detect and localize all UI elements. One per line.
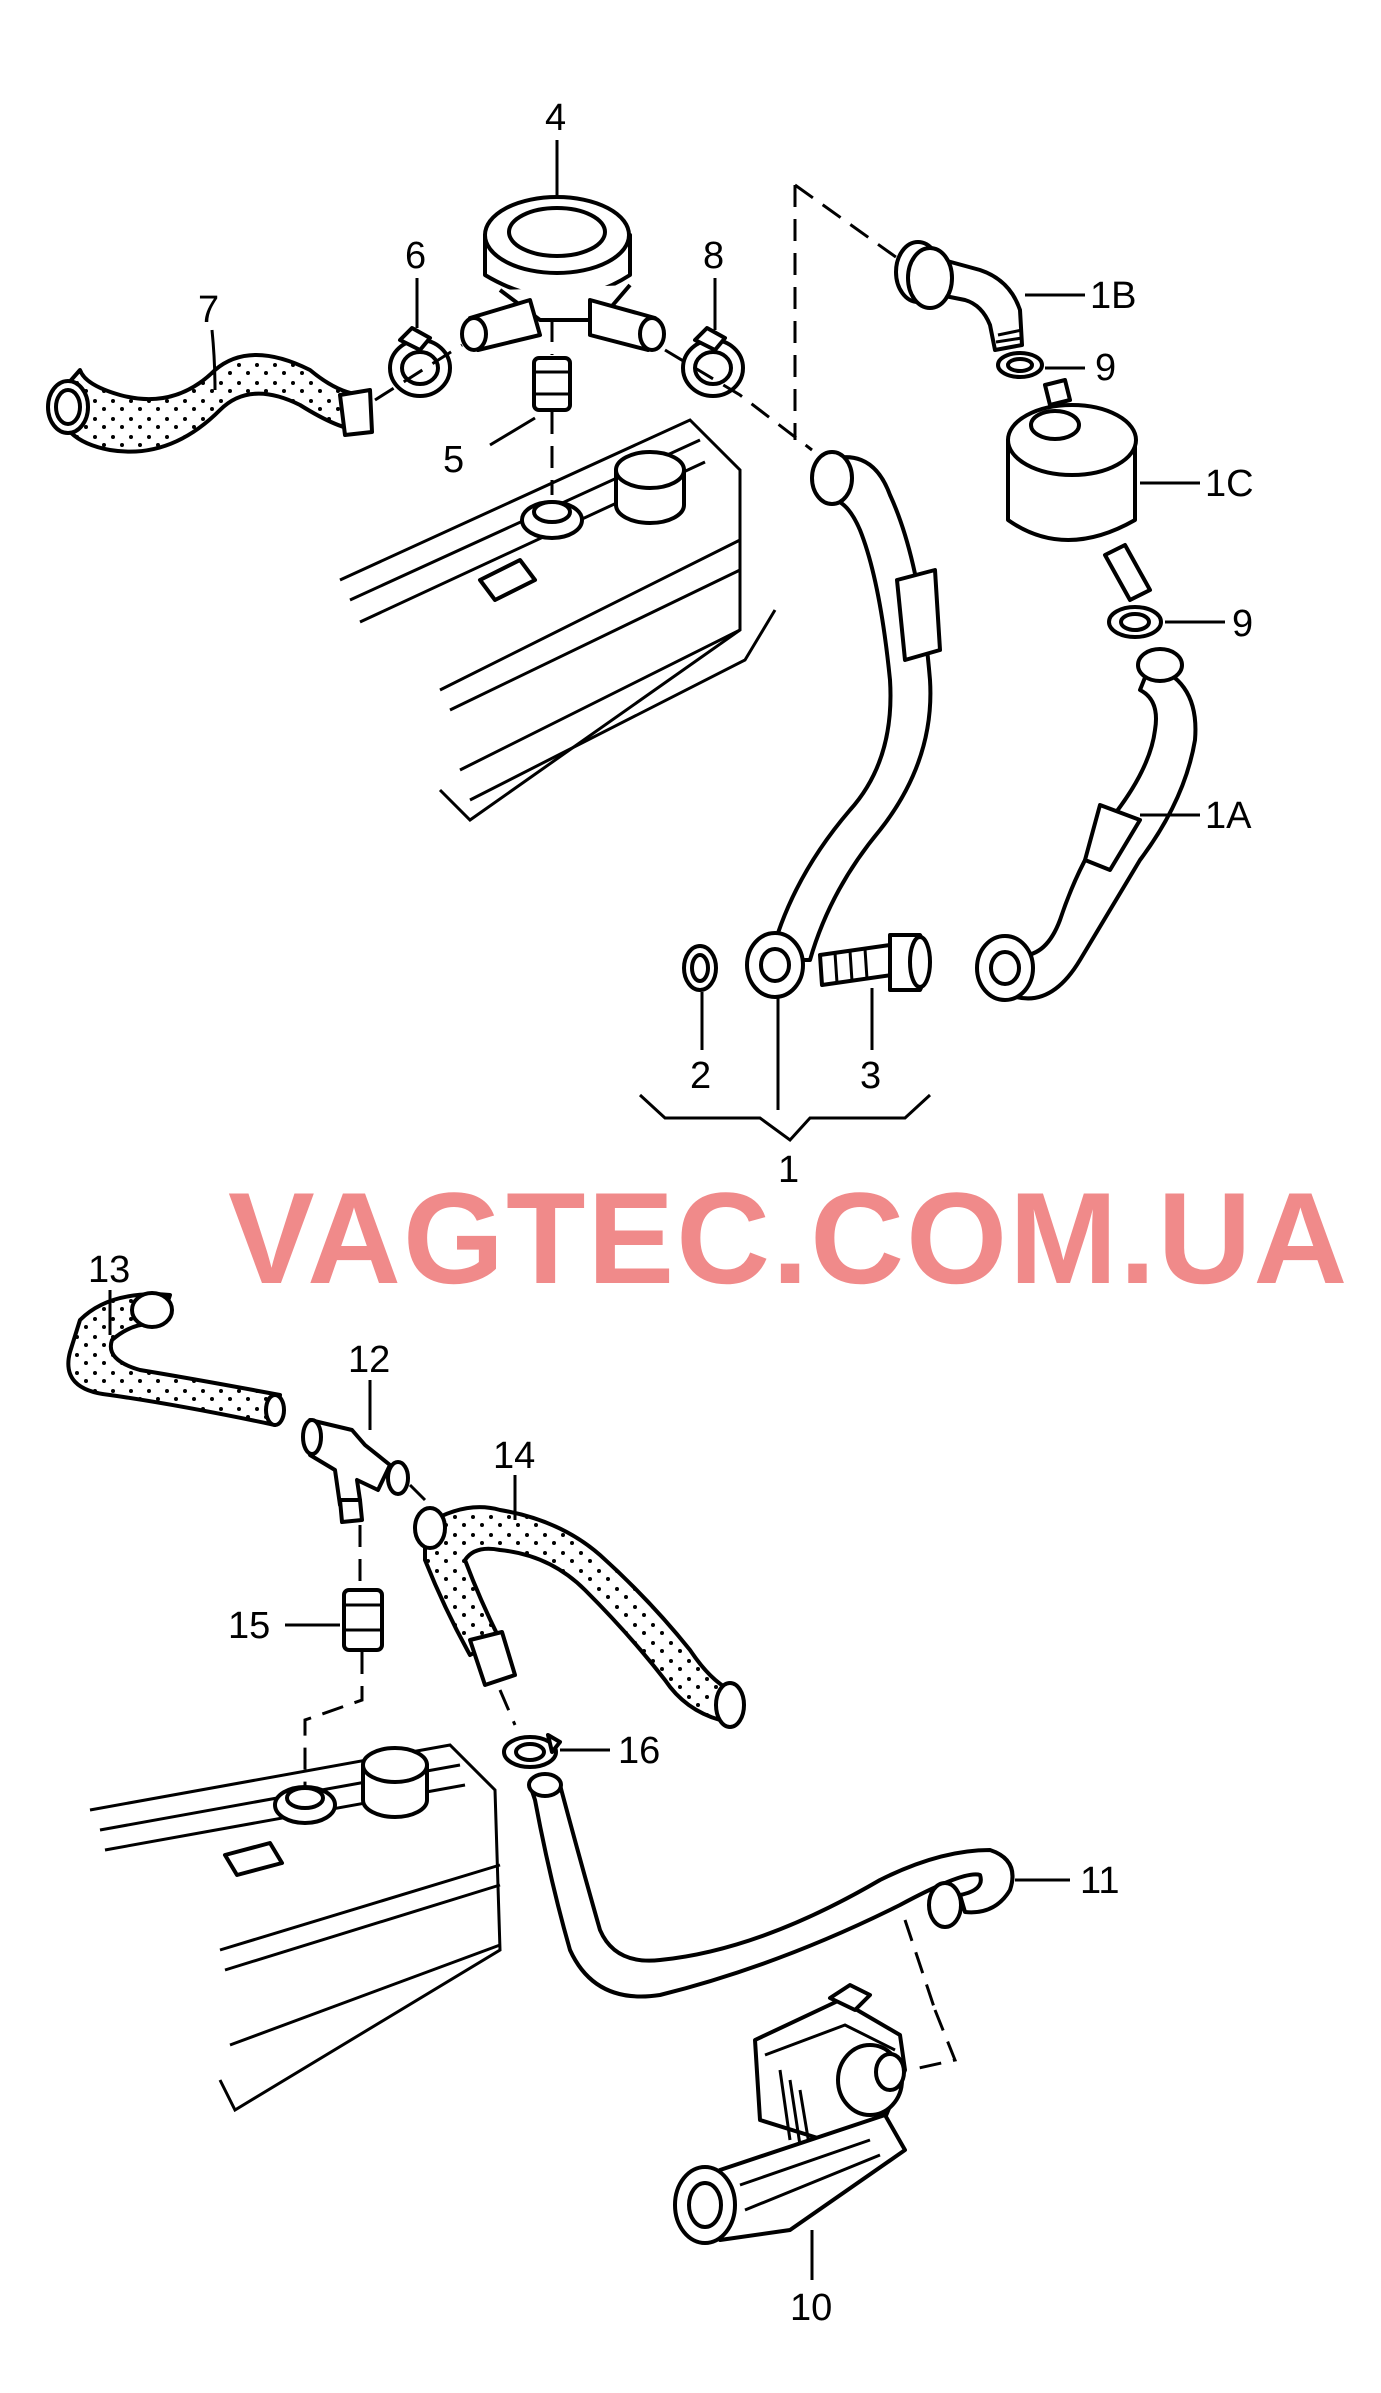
breather-pipe-1: [745, 450, 942, 999]
label-16: 16: [618, 1730, 660, 1772]
oil-separator-10: [673, 1983, 907, 2245]
breather-hose-7: [46, 343, 463, 454]
o-ring-2: [682, 944, 718, 992]
hose-connector-15: [303, 1525, 384, 1795]
breather-hose-13: [66, 1291, 286, 1427]
label-8: 8: [703, 235, 724, 277]
hose-elbow-1B: [894, 240, 1024, 352]
hose-clamp-8: [681, 326, 745, 398]
hose-clamp-6: [388, 326, 452, 398]
hose-clamp-9-lower: [1107, 605, 1163, 639]
label-1A: 1A: [1205, 795, 1252, 837]
label-10: 10: [790, 2287, 832, 2329]
label-9-upper: 9: [1095, 347, 1116, 389]
label-9-lower: 9: [1232, 603, 1253, 645]
hose-connector-12: [301, 1418, 427, 1524]
label-13: 13: [88, 1249, 130, 1291]
hose-clamp-9-upper: [996, 351, 1044, 379]
label-4: 4: [545, 97, 566, 139]
hose-clamp-16: [502, 1733, 562, 1769]
label-14: 14: [493, 1435, 535, 1477]
label-1: 1: [778, 1149, 799, 1191]
breather-hose-11: [527, 1772, 1015, 2072]
breather-hose-14: [413, 1505, 746, 1729]
label-5: 5: [443, 439, 464, 481]
breather-hose-1A: [975, 647, 1198, 1002]
label-11: 11: [1080, 1860, 1119, 1902]
leader-lines-top: [210, 140, 1225, 1143]
oil-filler-cap: [614, 450, 686, 525]
breather-port-grommet: [520, 500, 584, 540]
hose-connector-5: [532, 320, 572, 495]
part-labels: 4 6 7 8 5 1B 9 1C 9 1A 2 3 1 13 12 14 15…: [88, 97, 1254, 2329]
label-15: 15: [228, 1605, 270, 1647]
label-6: 6: [405, 235, 426, 277]
pressure-regulating-valve: [460, 195, 666, 352]
label-2: 2: [690, 1055, 711, 1097]
label-12: 12: [348, 1339, 390, 1381]
label-1B: 1B: [1090, 275, 1136, 317]
oil-separator-1C: [1006, 378, 1152, 602]
watermark: VAGTEC.COM.UA: [228, 1165, 1349, 1311]
leader-lines-bottom: [108, 1290, 1070, 2280]
engine-cylinder-head-top: [339, 418, 777, 822]
label-7: 7: [198, 289, 219, 331]
bolt-3: [818, 933, 932, 992]
label-3: 3: [860, 1055, 881, 1097]
label-1C: 1C: [1205, 463, 1254, 505]
engine-cylinder-head-bottom: [89, 1743, 502, 2113]
